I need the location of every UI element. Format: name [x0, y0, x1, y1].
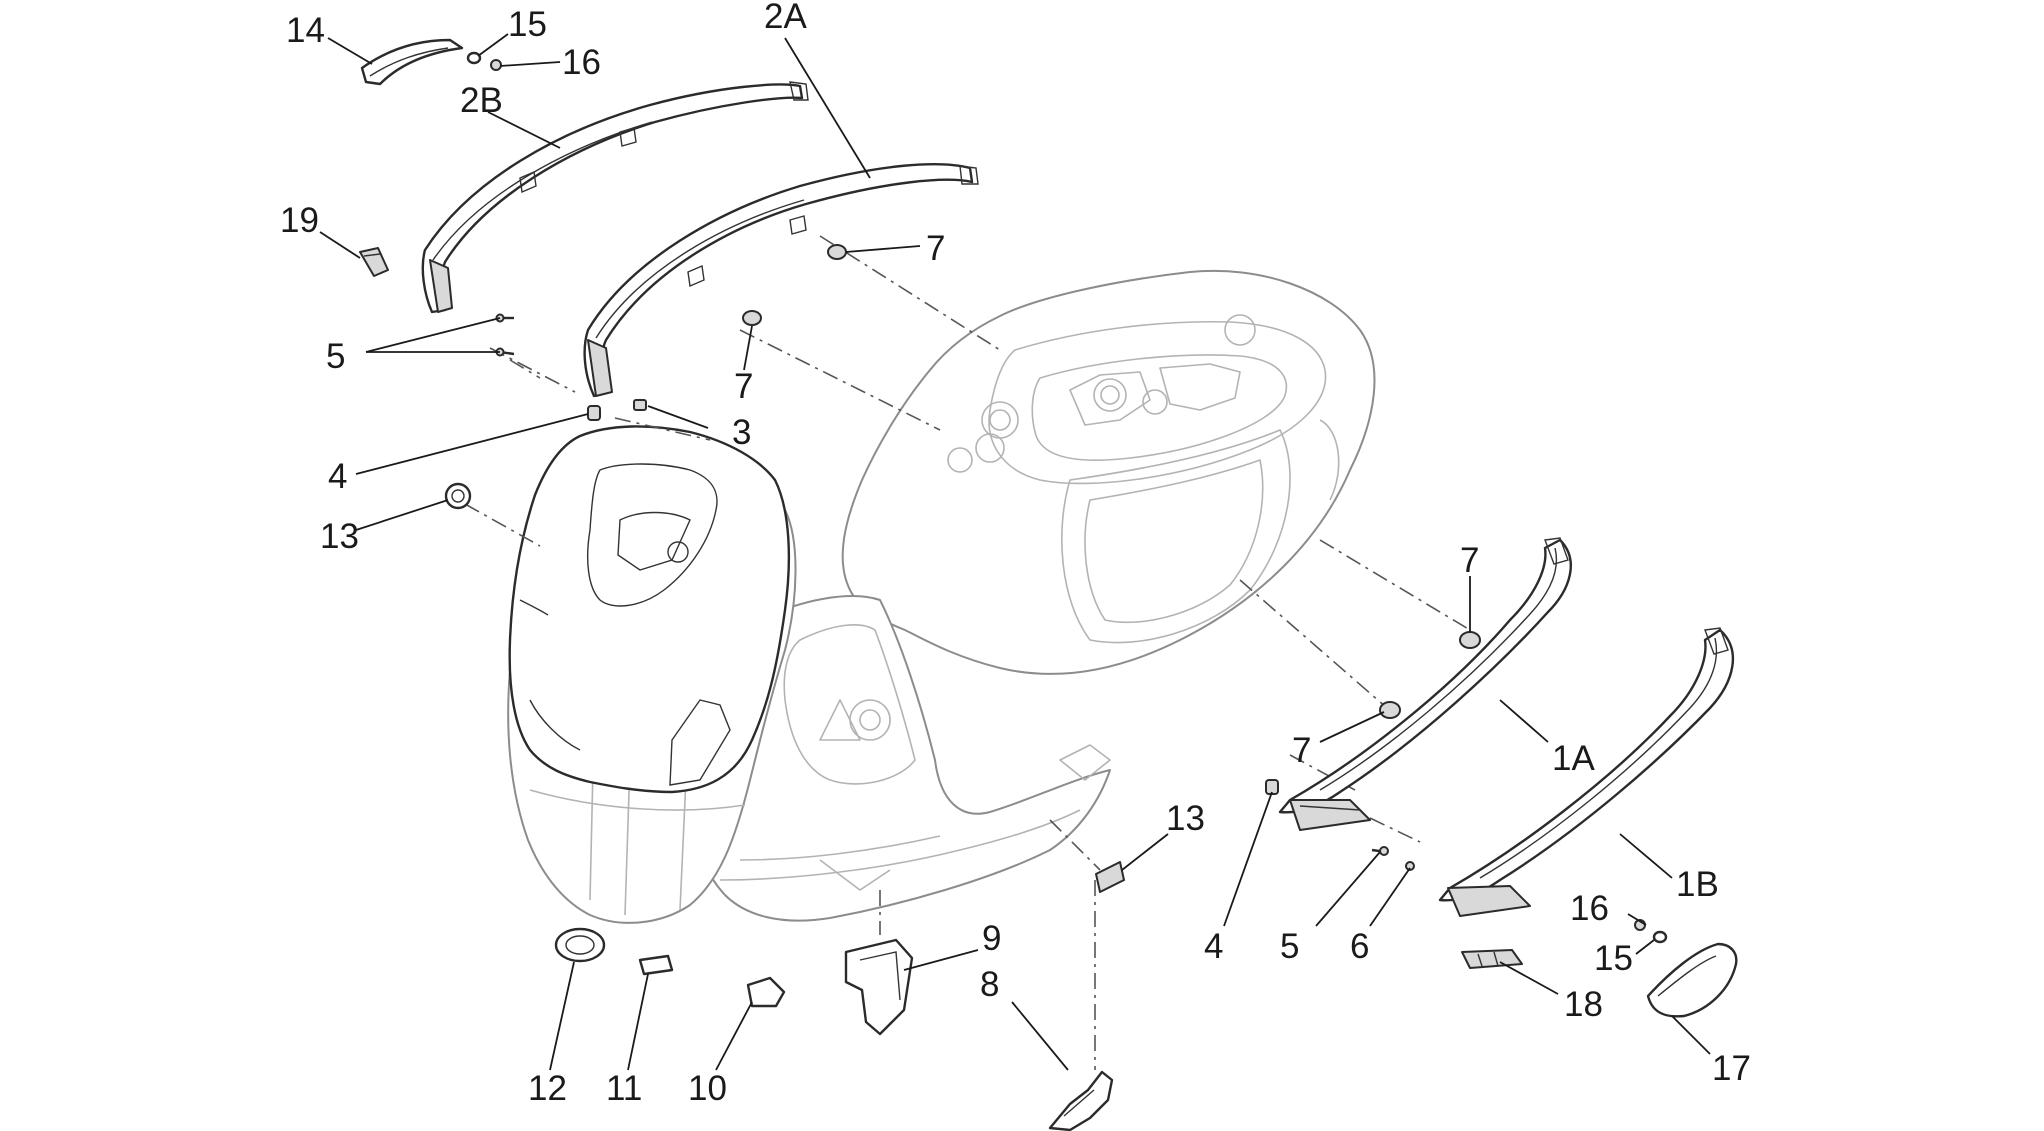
callout-2a: 2A	[764, 0, 807, 36]
callout-1a: 1A	[1552, 739, 1595, 778]
front-legshield	[508, 425, 791, 794]
callout-16-bottom: 16	[1570, 889, 1609, 928]
callout-12: 12	[528, 1069, 567, 1108]
callout-5-bottom: 5	[1280, 927, 1299, 966]
callout-13-left: 13	[320, 517, 359, 556]
callout-9: 9	[982, 919, 1001, 958]
part-1a-trim	[1278, 537, 1572, 831]
callout-4-top: 4	[328, 457, 347, 496]
callout-15-bottom: 15	[1594, 939, 1633, 978]
callout-18: 18	[1564, 985, 1603, 1024]
part-1b-trim	[1438, 627, 1735, 917]
callout-15-top: 15	[508, 5, 547, 44]
callout-4-bottom: 4	[1204, 927, 1223, 966]
callout-5-top: 5	[326, 337, 345, 376]
callout-14: 14	[286, 11, 325, 50]
part-2a-rail	[583, 163, 979, 398]
callout-2b: 2B	[460, 81, 503, 120]
part-2b-rail	[421, 81, 809, 314]
callout-8: 8	[980, 965, 999, 1004]
callout-10: 10	[688, 1069, 727, 1108]
callout-3: 3	[732, 413, 751, 452]
callout-13-right: 13	[1166, 799, 1205, 838]
small-parts	[359, 38, 1738, 1131]
callout-17: 17	[1712, 1049, 1751, 1088]
callout-16-top: 16	[562, 43, 601, 82]
callout-19: 19	[280, 201, 319, 240]
callout-labels: 14 15 16 2A 2B 19 7 5 7 3 4 13 7 7 1A 13…	[280, 0, 1751, 1108]
leader-lines	[319, 33, 1711, 1071]
callout-6: 6	[1350, 927, 1369, 966]
callout-11: 11	[606, 1069, 642, 1108]
assembly-dash-lines	[464, 235, 1471, 1070]
callout-7-upper: 7	[926, 229, 945, 268]
callout-7-mid: 7	[734, 367, 753, 406]
callout-7-lower: 7	[1292, 731, 1311, 770]
callout-7-right: 7	[1460, 541, 1479, 580]
callout-1b: 1B	[1676, 865, 1719, 904]
